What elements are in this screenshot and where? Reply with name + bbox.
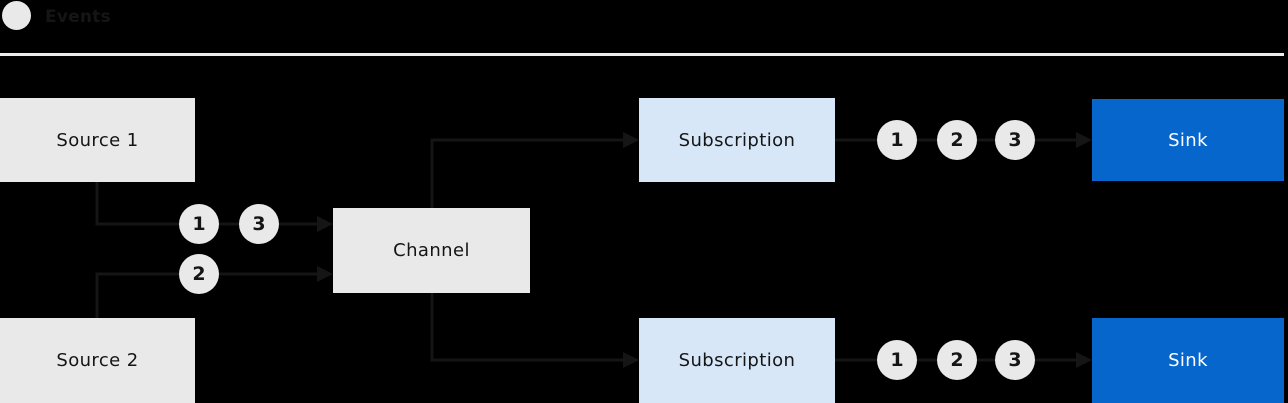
node-subscription-bottom: Subscription bbox=[639, 318, 835, 403]
arrowhead-icon bbox=[1076, 352, 1092, 368]
arrowhead-icon bbox=[317, 266, 333, 282]
arrowhead-icon bbox=[623, 352, 639, 368]
event-marker: 3 bbox=[239, 204, 279, 244]
events-legend-label: Events bbox=[45, 7, 111, 27]
node-sink-top-label: Sink bbox=[1168, 129, 1208, 151]
arrow-source2-to-channel bbox=[95, 272, 318, 318]
node-source-1-label: Source 1 bbox=[56, 129, 139, 151]
arrowhead-icon bbox=[623, 132, 639, 148]
node-subscription-bottom-label: Subscription bbox=[678, 350, 796, 371]
event-marker: 2 bbox=[937, 340, 977, 380]
arrow-channel-to-subscription-bottom bbox=[430, 293, 624, 362]
node-sink-top: Sink bbox=[1092, 99, 1284, 181]
node-source-2-label: Source 2 bbox=[56, 350, 139, 371]
node-sink-bottom: Sink bbox=[1092, 318, 1284, 403]
node-channel: Channel bbox=[333, 208, 530, 293]
node-channel-label: Channel bbox=[393, 240, 470, 261]
arrowhead-icon bbox=[1076, 132, 1092, 148]
event-marker: 2 bbox=[937, 120, 977, 160]
event-marker: 1 bbox=[877, 120, 917, 160]
divider-line bbox=[0, 53, 1284, 56]
node-sink-bottom-label: Sink bbox=[1168, 350, 1208, 371]
event-marker: 3 bbox=[995, 340, 1035, 380]
event-marker: 2 bbox=[179, 254, 219, 294]
node-subscription-top-label: Subscription bbox=[678, 129, 796, 151]
event-marker: 1 bbox=[179, 204, 219, 244]
arrow-channel-to-subscription-top bbox=[430, 138, 624, 208]
events-legend-swatch-icon bbox=[2, 1, 31, 30]
node-source-1: Source 1 bbox=[0, 98, 195, 182]
node-source-2: Source 2 bbox=[0, 318, 195, 403]
event-marker: 3 bbox=[995, 120, 1035, 160]
event-marker: 1 bbox=[877, 340, 917, 380]
arrowhead-icon bbox=[317, 216, 333, 232]
node-subscription-top: Subscription bbox=[639, 98, 835, 182]
